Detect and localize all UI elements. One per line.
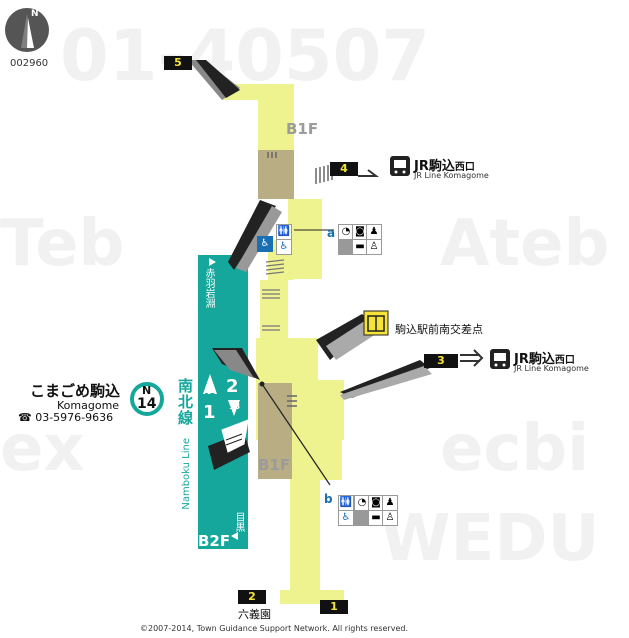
line-name-ja: 南北線 (176, 378, 194, 426)
compass-north-label: N (31, 9, 39, 19)
line-name-en: Namboku Line (181, 438, 192, 510)
svg-text:WEDU: WEDU (380, 502, 599, 576)
accessible-restroom-icon: ♿ (338, 510, 354, 526)
child-seat-icon: ♙ (366, 239, 382, 255)
jr-name-ja: JR駒込 (514, 352, 555, 367)
family-icon: ♟ (366, 224, 382, 240)
child-seat-icon: ♙ (382, 510, 398, 526)
track-2-number: 2 (226, 376, 239, 397)
jr-name-en-upper: JR Line Komagome (414, 171, 489, 180)
station-phone: ☎ 03-5976-9636 (18, 411, 114, 424)
platform (198, 255, 248, 549)
line-number: 14 (137, 396, 157, 412)
elevator-destination-label: 駒込駅前南交差点 (395, 323, 483, 336)
jr-arrows (358, 169, 484, 367)
svg-text:Ateb: Ateb (440, 207, 609, 281)
compass-icon (5, 8, 49, 52)
line-letter: N (142, 384, 152, 397)
stair-blocks (258, 150, 294, 479)
exit-2-badge[interactable]: 2 (238, 590, 266, 604)
platform-markers (203, 258, 249, 540)
watermark: 01-40507 Teb Ateb ex ecbi WEDU (0, 15, 609, 576)
restroom-icon: 🚻 (338, 495, 354, 511)
svg-text:ecbi: ecbi (440, 412, 589, 486)
station-name-en: Komagome (57, 399, 120, 412)
elevator-icon (363, 310, 389, 336)
family-icon: ♟ (382, 495, 398, 511)
exit-4-badge[interactable]: 4 (330, 162, 358, 176)
track-1-number: 1 (203, 402, 216, 423)
jr-name-ja: JR駒込 (414, 159, 455, 174)
train-icon (390, 156, 510, 369)
map-id: 002960 (10, 58, 49, 69)
car-15-label: 15 (204, 392, 216, 401)
restroom-icon: 🚻 (276, 224, 292, 240)
floor-label-b1f-lower: B1F (258, 456, 291, 474)
exit-1-badge[interactable]: 1 (320, 600, 348, 614)
svg-text:01-40507: 01-40507 (60, 15, 430, 97)
wheelchair-icon: ♿ (257, 236, 273, 252)
jr-name-en-lower: JR Line Komagome (514, 364, 589, 373)
changing-table-icon: ▬ (352, 239, 368, 255)
jr-transfer-upper[interactable]: JR駒込西口 (414, 155, 475, 174)
exit-5-badge[interactable]: 5 (164, 56, 192, 70)
jr-transfer-lower[interactable]: JR駒込西口 (514, 348, 575, 367)
copyright: ©2007-2014, Town Guidance Support Networ… (140, 624, 408, 633)
direction-north-label: 赤羽岩淵 (203, 268, 214, 308)
station-name-ja: こまごめ駒込 (30, 382, 121, 400)
toilet-label-a: a (327, 226, 336, 240)
line-badge-icon (130, 382, 164, 416)
toilet-label-b: b (324, 492, 333, 506)
exit-2-name: 六義園 (238, 608, 271, 621)
svg-text:ex: ex (0, 412, 85, 486)
stair-ramps (188, 60, 432, 470)
accessible-restroom-icon: ♿ (276, 239, 292, 255)
svg-text:Teb: Teb (0, 207, 124, 281)
connector-line (259, 229, 334, 486)
direction-south-label: 目黒 (233, 512, 244, 532)
floor-label-b1f-upper: B1F (286, 120, 319, 138)
jr-exit-suffix: 西口 (454, 162, 475, 173)
jr-exit-suffix: 西口 (554, 355, 575, 366)
car-13-label: 13 (229, 402, 241, 411)
exit-3-badge[interactable]: 3 (424, 354, 458, 368)
floor-label-b2f: B2F (198, 532, 231, 550)
